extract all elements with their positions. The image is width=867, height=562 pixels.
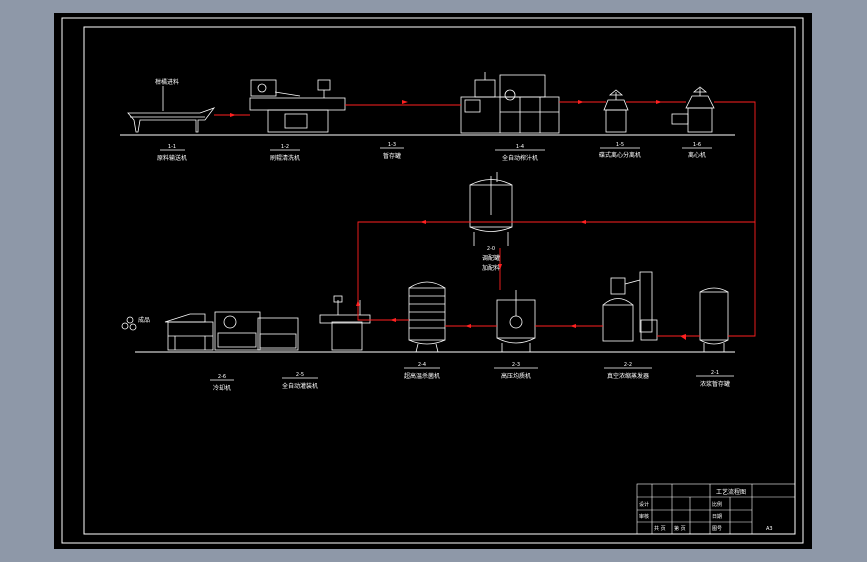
- cooler-icon: [164, 313, 214, 351]
- vacuum-concentrator-icon: [602, 271, 658, 342]
- steril-tag: 2-4: [418, 362, 426, 368]
- storage-tank-icon: [699, 287, 729, 352]
- store-tag: 2-1: [711, 370, 719, 376]
- juicer-tag: 1-4: [516, 144, 524, 150]
- evap-label: 真空浓缩蒸发器: [607, 372, 649, 380]
- outer-border: [61, 17, 804, 544]
- tb-cell-4: 图号: [712, 526, 722, 532]
- feed-tag: 1-1: [168, 144, 176, 150]
- tb-cell-7: A3: [766, 526, 773, 532]
- mix-label: 调配罐: [482, 254, 500, 262]
- output-label: 成品: [138, 316, 150, 324]
- feed-extra-label: 柑橘进料: [155, 78, 179, 86]
- tb-cell-0: 设计: [639, 501, 649, 508]
- filler-label: 全自动灌装机: [282, 382, 318, 390]
- feed-conveyor-icon: [127, 86, 216, 133]
- mix-tag: 2-0: [487, 246, 495, 252]
- top-row-labels: 柑橘进料 1-1 原料输送机 1-2 刷辊清洗机 1-3 暂存罐 1-4 全自动…: [155, 78, 712, 162]
- filler-icon: [319, 295, 371, 351]
- flow-arrows: [230, 100, 686, 340]
- evaporator-tank-icon: [496, 290, 536, 352]
- tank-tag: 1-3: [388, 142, 396, 148]
- store-label: 浓浆暂存罐: [700, 380, 730, 388]
- tb-cell-5: 共 页: [654, 525, 666, 532]
- tank-label: 暂存罐: [383, 152, 401, 160]
- cooler-tag: 2-6: [218, 374, 226, 380]
- cooler-label: 冷却机: [213, 384, 231, 392]
- output-products-icon: [121, 316, 137, 331]
- washer-icon: [249, 79, 346, 133]
- homog-label: 高压均质机: [501, 372, 531, 380]
- homogenizer-icon: [408, 281, 446, 353]
- sep1-label: 碟式离心分离机: [599, 151, 641, 159]
- sep2-label: 离心机: [688, 151, 706, 159]
- sterilizer-icon: [214, 311, 299, 351]
- inner-border: [83, 26, 796, 535]
- tb-cell-1: 审核: [639, 513, 649, 520]
- centrifuge-icon: [671, 86, 715, 133]
- sep2-tag: 1-6: [693, 142, 701, 148]
- feed-label: 原料输送机: [157, 154, 187, 162]
- title-block-title: 工艺流程图: [716, 488, 746, 496]
- homog-tag: 2-3: [512, 362, 520, 368]
- juicer-icon: [460, 72, 560, 134]
- tb-cell-6: 第 页: [674, 525, 686, 532]
- tb-cell-2: 比例: [712, 501, 722, 508]
- filler-tag: 2-5: [296, 372, 304, 378]
- wash-label: 刷辊清洗机: [270, 154, 300, 162]
- tb-cell-3: 日期: [712, 514, 722, 520]
- evap-tag: 2-2: [624, 362, 632, 368]
- mid-row-labels: 2-0 调配罐 加配料: [482, 246, 500, 272]
- wash-tag: 1-2: [281, 144, 289, 150]
- title-block: 工艺流程图 设计 审核 比例 日期 图号 共 页 第 页 A3: [636, 483, 796, 535]
- disc-separator-icon: [603, 89, 629, 133]
- sep1-tag: 1-5: [616, 142, 624, 148]
- steril-label: 超高温杀菌机: [404, 372, 440, 380]
- mix-extra-label: 加配料: [482, 264, 500, 272]
- mixing-tank-icon: [469, 172, 513, 246]
- juicer-label: 全自动榨汁机: [502, 154, 538, 162]
- drawing-sheet: [54, 13, 812, 549]
- bottom-row-labels: 成品 2-6 冷却机 2-5 全自动灌装机 2-4 超高温杀菌机 2-3 高压均…: [138, 316, 734, 392]
